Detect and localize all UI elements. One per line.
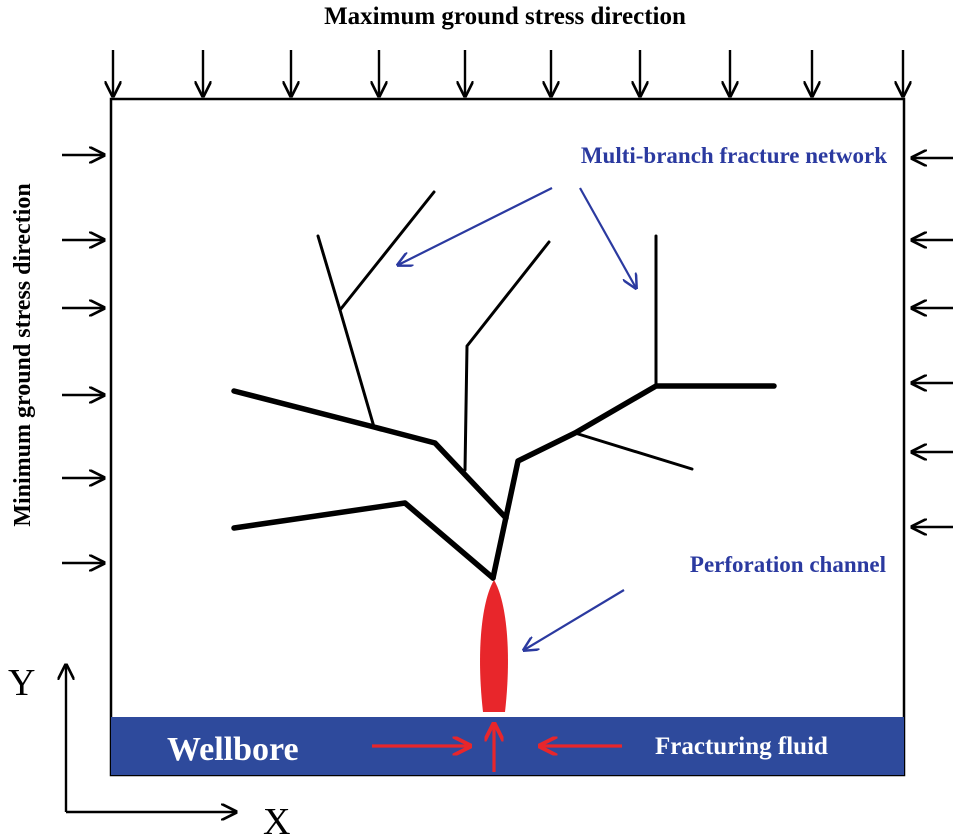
pointer-arrow-icon: [579, 187, 636, 288]
pointer-arrow-icon: [398, 187, 553, 265]
left-stress-arrows: [62, 155, 104, 563]
axis-x-label: X: [263, 801, 290, 836]
max-stress-label: Maximum ground stress direction: [324, 3, 686, 30]
wellbore-label: Wellbore: [167, 731, 299, 768]
fracture-branch: [231, 388, 509, 521]
fracturing-fluid-label: Fracturing fluid: [655, 733, 828, 760]
fracture-branch: [316, 234, 376, 429]
fracture-branch: [463, 240, 551, 472]
wellbore-band: [111, 717, 904, 775]
fracture-branch: [338, 190, 436, 312]
fluid-arrows: [372, 724, 622, 772]
axis-y-label: Y: [8, 662, 35, 704]
fracture-branch: [490, 383, 777, 581]
pointer-arrow-icon: [524, 589, 625, 650]
fracture-main-branches: [231, 383, 777, 581]
perforation-channel: [480, 580, 508, 712]
min-stress-label: Minimum ground stress direction: [10, 183, 36, 526]
right-stress-arrows: [912, 158, 953, 527]
perforation-label: Perforation channel: [690, 552, 886, 577]
top-stress-arrows: [113, 50, 903, 96]
fracture-network-pointers: [398, 187, 636, 288]
axes: [66, 665, 236, 812]
fracture-secondary-branches: [316, 190, 694, 472]
fracture-branch: [231, 500, 496, 581]
fracture-branch: [573, 431, 694, 471]
fracture-network-label: Multi-branch fracture network: [581, 143, 887, 168]
